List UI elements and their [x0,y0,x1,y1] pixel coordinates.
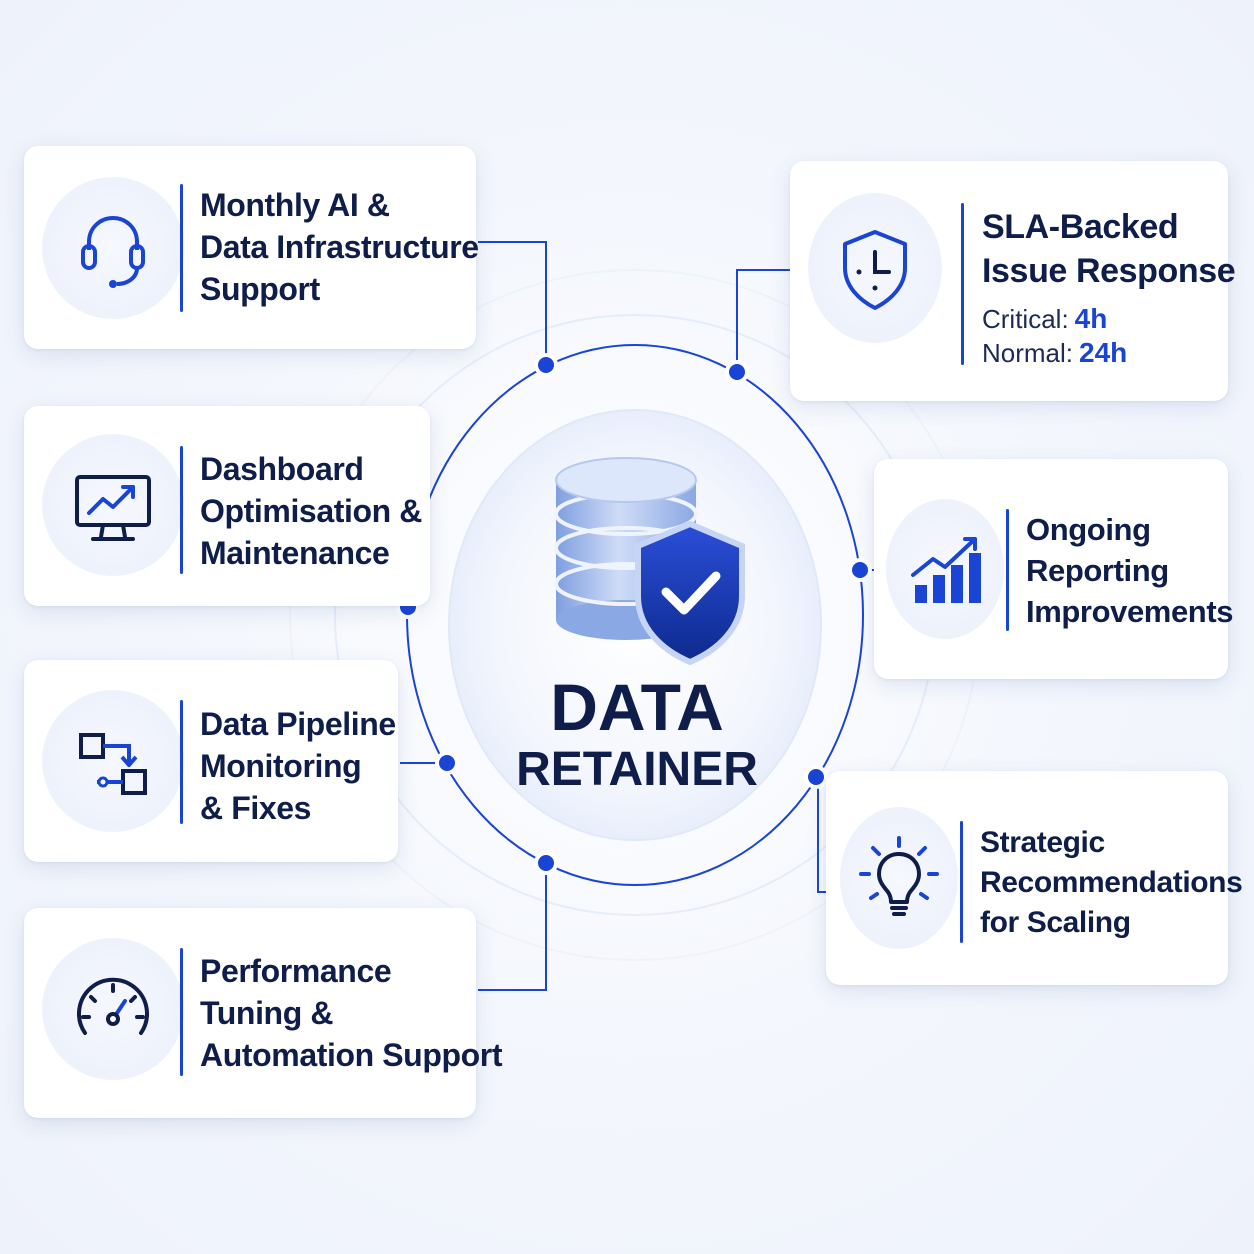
connector-strategic [817,778,826,893]
connector-performance [478,863,547,991]
card-divider [1006,509,1009,631]
database-shield-icon [554,457,745,666]
connector-sla [736,269,790,372]
card-label-dashboard: Dashboard Optimisation & Maintenance [200,451,422,571]
card-label-monthly-support: Monthly AI & Data Infrastructure Support [200,187,479,307]
card-divider [180,948,183,1076]
node-dot-monthly-support [534,353,558,377]
pipeline-flow-icon [79,733,147,795]
service-card-sla[interactable]: SLA-Backed Issue Response Critical:4h No… [790,161,1236,401]
icon-wrap-pipeline [42,690,184,832]
card-divider [180,184,183,312]
headset-icon [81,215,145,288]
icon-wrap-strategic [840,807,958,949]
node-dot-performance [534,851,558,875]
sla-normal-value: 24h [1079,337,1128,368]
card-label-pipeline: Data Pipeline Monitoring & Fixes [200,706,396,826]
center-title-line2: RETAINER [516,743,758,796]
card-divider [180,446,183,574]
speedometer-icon [77,977,149,1035]
monitor-chart-icon [75,475,151,541]
sla-critical-label: Critical: [982,304,1069,334]
card-divider [960,821,963,943]
sla-critical-value: 4h [1074,303,1108,334]
node-dot-strategic [804,765,828,789]
sla-normal-label: Normal: [982,338,1074,368]
card-divider [180,700,183,824]
lightbulb-icon [859,836,939,916]
service-card-monthly-support[interactable]: Monthly AI & Data Infrastructure Support [24,146,479,349]
icon-wrap-reporting [886,499,1004,639]
node-dot-pipeline [435,751,459,775]
service-card-dashboard[interactable]: Dashboard Optimisation & Maintenance [24,406,430,606]
card-label-strategic: Strategic Recommendations for Scaling [980,826,1243,939]
service-card-performance[interactable]: Performance Tuning & Automation Support [24,908,502,1118]
service-card-pipeline[interactable]: Data Pipeline Monitoring & Fixes [24,660,398,862]
icon-wrap-dashboard [42,434,184,576]
sla-title: SLA-Backed Issue Response [982,208,1236,290]
shield-clock-icon [843,230,907,310]
icon-wrap-sla [808,193,942,343]
service-card-strategic[interactable]: Strategic Recommendations for Scaling [826,771,1243,985]
icon-wrap-monthly-support [42,177,184,319]
center-title-line1: DATA [550,670,724,744]
card-label-reporting: Ongoing Reporting Improvements [1026,512,1234,629]
connector-monthly-support [478,241,547,365]
service-card-reporting[interactable]: Ongoing Reporting Improvements [874,459,1234,679]
card-label-performance: Performance Tuning & Automation Support [200,953,503,1073]
sla-critical-row: Critical:4h [982,303,1107,335]
node-dot-reporting [848,558,872,582]
node-dot-sla [725,360,749,384]
bar-chart-trend-icon [911,537,981,603]
icon-wrap-performance [42,938,184,1080]
card-divider [961,203,964,365]
sla-normal-row: Normal:24h [982,337,1127,369]
